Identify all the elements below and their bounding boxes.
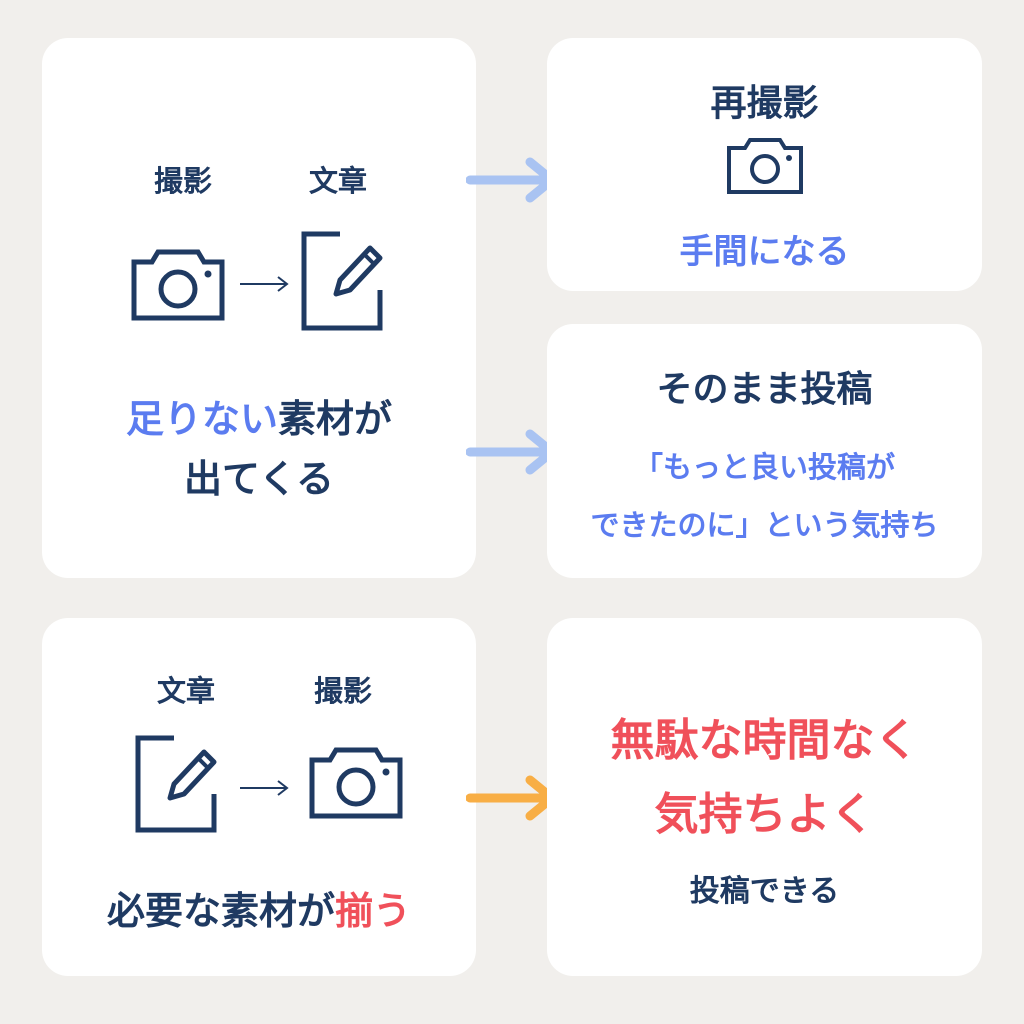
card-result: 無駄な時間なく 気持ちよく 投稿できる [547,618,982,976]
caption-rest: 素材が [278,397,393,441]
edit-document-icon [135,735,217,833]
retake-note: 手間になる [679,232,850,272]
label-photo: 撮影 [313,674,372,708]
card-post-as-is: そのまま投稿 「もっと良い投稿が できたのに」という気持ち [547,324,982,578]
post-as-is-quote-line1: 「もっと良い投稿が [633,450,895,484]
caption-photo-first-line2: 出てくる [183,457,335,501]
camera-icon [727,138,803,194]
caption-highlight: 足りない [125,397,278,441]
label-photo: 撮影 [153,164,212,198]
label-text: 文章 [156,674,215,708]
retake-title: 再撮影 [710,83,819,124]
arrow-right-icon [240,780,289,796]
post-as-is-quote-line2: できたのに」という気持ち [590,508,939,542]
card-text-first: 文章 撮影 必要な素材が揃う [42,618,476,976]
caption-photo-first-line1: 足りない素材が [42,388,476,443]
post-as-is-title: そのまま投稿 [656,369,873,410]
label-text: 文章 [308,164,367,198]
card-retake: 再撮影 手間になる [547,38,982,291]
camera-icon [131,249,225,321]
edit-document-icon [301,231,383,331]
camera-icon [309,747,403,819]
result-line2: 気持ちよく [654,789,875,840]
result-line3: 投稿できる [689,874,840,909]
result-line1: 無駄な時間なく [610,715,919,766]
caption-highlight: 揃う [335,889,412,933]
caption-text-first: 必要な素材が揃う [42,880,476,935]
arrow-right-icon [240,276,289,292]
caption-main: 必要な素材が [106,889,335,933]
card-photo-first: 撮影 文章 足りない素材が 出てくる [42,38,476,578]
